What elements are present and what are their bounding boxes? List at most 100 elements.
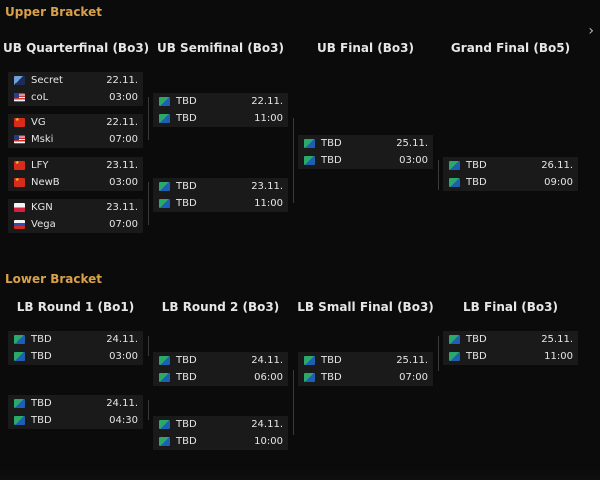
match-date: 23.11.	[106, 160, 138, 171]
match-date: 22.11.	[106, 117, 138, 128]
col-ub-quarterfinal: UB Quarterfinal (Bo3)	[3, 41, 150, 55]
match-date: 24.11.	[251, 419, 283, 430]
match-date: 24.11.	[106, 334, 138, 345]
flag-icon	[14, 135, 25, 144]
team-name: TBD	[176, 113, 197, 124]
match-date: 25.11.	[396, 355, 428, 366]
match-ubsf-2[interactable]: TBD 23.11. TBD 11:00	[153, 178, 288, 212]
chevron-right-icon[interactable]: ›	[588, 23, 594, 39]
col-lb-round-1: LB Round 1 (Bo1)	[16, 300, 135, 314]
flag-icon	[449, 178, 460, 187]
flag-icon: ★	[14, 161, 25, 170]
match-date: 25.11.	[396, 138, 428, 149]
flag-icon	[159, 373, 170, 382]
team-name: TBD	[176, 355, 197, 366]
team-row[interactable]: TBD 25.11.	[298, 135, 433, 152]
match-time: 11:00	[254, 113, 283, 124]
team-row[interactable]: TBD 23.11.	[153, 178, 288, 195]
team-name: Secret	[31, 75, 63, 86]
connector	[148, 97, 149, 140]
match-ubqf-1[interactable]: Secret 22.11. coL 03:00	[8, 72, 143, 106]
team-row[interactable]: TBD 11:00	[153, 195, 288, 212]
match-date: 23.11.	[251, 181, 283, 192]
team-row[interactable]: KGN 23.11.	[8, 199, 143, 216]
team-name: TBD	[31, 415, 52, 426]
team-name: TBD	[176, 198, 197, 209]
flag-icon	[304, 156, 315, 165]
match-time: 03:00	[109, 92, 138, 103]
col-lb-final: LB Final (Bo3)	[463, 300, 558, 314]
flag-icon	[304, 373, 315, 382]
team-row[interactable]: Secret 22.11.	[8, 72, 143, 89]
connector	[148, 182, 149, 225]
col-ub-semifinal: UB Semifinal (Bo3)	[156, 41, 284, 55]
team-name: TBD	[321, 155, 342, 166]
bottom-fade	[0, 468, 600, 480]
match-time: 11:00	[254, 198, 283, 209]
flag-icon: ★	[14, 118, 25, 127]
connector	[438, 160, 439, 190]
team-name: KGN	[31, 202, 53, 213]
team-name: TBD	[466, 351, 487, 362]
team-name: TBD	[176, 436, 197, 447]
team-name: TBD	[176, 419, 197, 430]
flag-icon	[159, 420, 170, 429]
col-grand-final: Grand Final (Bo5)	[450, 41, 571, 55]
team-row[interactable]: TBD 25.11.	[443, 331, 578, 348]
flag-icon	[159, 114, 170, 123]
flag-icon	[159, 97, 170, 106]
team-name: TBD	[321, 138, 342, 149]
match-time: 07:00	[109, 134, 138, 145]
match-time: 04:30	[109, 415, 138, 426]
team-row[interactable]: TBD 24.11.	[153, 416, 288, 433]
match-date: 23.11.	[106, 202, 138, 213]
team-row[interactable]: coL 03:00	[8, 89, 143, 106]
flag-icon	[14, 416, 25, 425]
match-date: 25.11.	[541, 334, 573, 345]
team-row[interactable]: TBD 11:00	[153, 110, 288, 127]
team-name: coL	[31, 92, 49, 103]
team-row[interactable]: TBD 04:30	[8, 412, 143, 429]
flag-icon	[159, 437, 170, 446]
flag-icon	[304, 356, 315, 365]
team-name: TBD	[466, 334, 487, 345]
team-name: TBD	[176, 181, 197, 192]
flag-icon: ★	[14, 178, 25, 187]
upper-bracket-title: Upper Bracket	[5, 5, 102, 19]
match-date: 22.11.	[106, 75, 138, 86]
col-lb-round-2: LB Round 2 (Bo3)	[161, 300, 280, 314]
team-name: TBD	[31, 351, 52, 362]
flag-icon	[159, 199, 170, 208]
team-name: TBD	[321, 372, 342, 383]
